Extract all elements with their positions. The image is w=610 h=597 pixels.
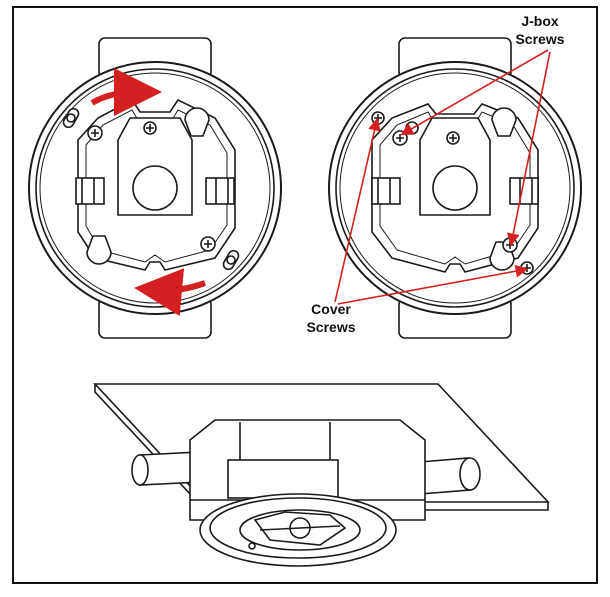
jbox-screw-leaders — [400, 49, 551, 247]
right-junction-box — [328, 37, 582, 339]
cover-screws-label: Cover Screws — [296, 300, 366, 336]
left-junction-box — [28, 37, 282, 339]
rotate-arrow-top — [90, 68, 162, 117]
cover-screw-leaders — [334, 117, 529, 305]
cover-label-line2: Screws — [306, 319, 356, 335]
rotate-arrow-bottom — [134, 268, 207, 317]
isometric-mount-view — [93, 383, 550, 567]
cover-label-line1: Cover — [311, 301, 351, 317]
jbox-label-line2: Screws — [515, 31, 565, 47]
jbox-screws-label: J-box Screws — [505, 12, 575, 48]
jbox-label-line1: J-box — [521, 13, 559, 29]
